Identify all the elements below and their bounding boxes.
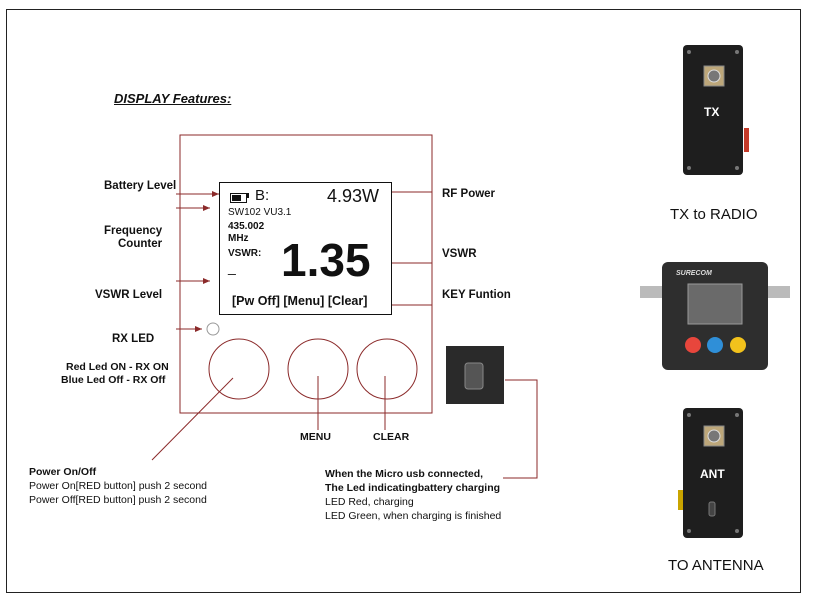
key-function-label: KEY Funtion: [442, 289, 511, 301]
red-led-note: Red Led ON - RX ON: [66, 361, 169, 373]
clear-button-circle: [356, 338, 418, 400]
device-red-button: [685, 337, 701, 353]
tx-caption: TX to RADIO: [670, 206, 758, 223]
vswr-value: 1.35: [281, 234, 371, 286]
vswr-level-label: VSWR Level: [95, 289, 163, 301]
battery-label: B:: [255, 187, 270, 204]
ant-photo: [683, 408, 743, 538]
rf-power-value: 4.93W: [327, 186, 380, 206]
lcd-screen: B: 4.93W SW102 VU3.1 435.002 MHz VSWR: 1…: [219, 182, 392, 315]
device-outline: [179, 134, 433, 414]
usb-note-line3: LED Red, charging: [325, 496, 414, 508]
power-leader: [151, 377, 234, 461]
device-blue-button: [707, 337, 723, 353]
rx-led-circle: [206, 322, 220, 336]
ant-usb-port: [708, 501, 716, 517]
power-button-circle: [208, 338, 270, 400]
device-yellow-button: [730, 337, 746, 353]
vswr-level-bar: _: [228, 259, 236, 275]
vswr-label-right: VSWR: [442, 248, 477, 260]
frequency-unit: MHz: [228, 233, 249, 244]
usb-note-line1: When the Micro usb connected,: [325, 468, 484, 480]
power-note-title: Power On/Off: [29, 466, 97, 478]
vswr-label: VSWR:: [228, 248, 262, 259]
battery-level-label: Battery Level: [104, 180, 177, 192]
key-function-text: [Pw Off] [Menu] [Clear]: [232, 294, 368, 308]
usb-note-line2: The Led indicatingbattery charging: [325, 482, 501, 494]
power-note-line1: Power On[RED button] push 2 second: [29, 480, 208, 492]
tx-connector-label: TX: [704, 105, 720, 119]
frequency-label-1: Frequency: [104, 225, 163, 237]
usb-note-line4: LED Green, when charging is finished: [325, 510, 502, 522]
tx-photo: [683, 45, 743, 175]
device-brand: SURECOM: [676, 270, 712, 277]
tx-side-led: [744, 128, 749, 152]
battery-icon: [230, 193, 247, 203]
frequency-label-2: Counter: [118, 238, 163, 250]
battery-arrow: [212, 191, 219, 197]
diagram-title: DISPLAY Features:: [114, 91, 232, 106]
usb-port-icon: [464, 362, 484, 390]
rxled-arrow: [195, 326, 202, 332]
diagram-frame: [6, 9, 801, 593]
vswr-level-arrow: [203, 278, 210, 284]
freq-arrow: [203, 205, 210, 211]
clear-button-label: CLEAR: [373, 431, 410, 443]
blue-led-note: Blue Led Off - RX Off: [61, 374, 166, 386]
ant-connector-label: ANT: [700, 467, 725, 481]
frequency-value: 435.002: [228, 221, 265, 232]
model-text: SW102 VU3.1: [228, 207, 292, 218]
power-note-line2: Power Off[RED button] push 2 second: [29, 494, 207, 506]
usb-bracket: [503, 379, 538, 479]
rx-led-label: RX LED: [112, 333, 155, 345]
device-lcd: [687, 283, 743, 325]
ant-caption: TO ANTENNA: [668, 557, 764, 574]
menu-button-label: MENU: [300, 431, 331, 443]
rf-power-label: RF Power: [442, 188, 496, 200]
ant-side-led: [678, 490, 683, 510]
